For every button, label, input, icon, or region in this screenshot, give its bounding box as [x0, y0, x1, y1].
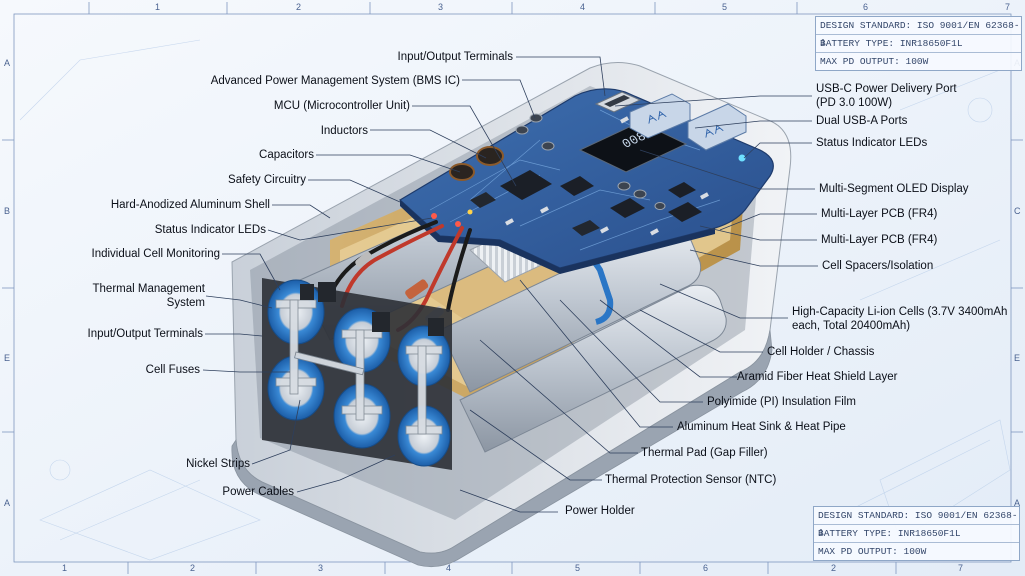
label-aramid-shield: Aramid Fiber Heat Shield Layer	[737, 371, 898, 383]
leader-lines	[202, 56, 818, 513]
main-pcb: 0088 ᗅᗅ ᗅᗅ	[398, 88, 774, 274]
label-cell-spacers: Cell Spacers/Isolation	[822, 260, 934, 272]
label-heat-sink: Aluminum Heat Sink & Heat Pipe	[677, 421, 846, 433]
label-io-terminals-top: Input/Output Terminals	[397, 51, 514, 63]
label-pcb-2: Multi-Layer PCB (FR4)	[821, 234, 938, 246]
label-cell-holder: Cell Holder / Chassis	[767, 346, 875, 358]
label-ntc-sensor: Thermal Protection Sensor (NTC)	[605, 474, 777, 486]
grid-right-e: E	[1014, 353, 1021, 363]
grid-bottom-1: 1	[62, 563, 68, 573]
grid-bottom-3: 3	[318, 563, 324, 573]
title-block-bottom-standard: DESIGN STANDARD: ISO 9001/EN 62368-1	[814, 507, 1019, 538]
label-inductors: Inductors	[320, 125, 368, 137]
grid-left-b: B	[4, 206, 11, 216]
label-pcb-1: Multi-Layer PCB (FR4)	[821, 208, 938, 220]
oled-display	[578, 121, 688, 173]
label-thermal-pad: Thermal Pad (Gap Filler)	[641, 447, 768, 459]
grid-bottom-7: 2	[831, 563, 837, 573]
title-block-bottom-output: MAX PD OUTPUT: 100W	[818, 546, 927, 557]
grid-top-4: 4	[580, 2, 586, 12]
grid-right-c: C	[1014, 206, 1021, 216]
title-block-top: DESIGN STANDARD: ISO 9001/EN 62368-1 BAT…	[815, 16, 1022, 71]
label-nickel-strips: Nickel Strips	[186, 458, 250, 470]
label-status-leds-left: Status Indicator LEDs	[154, 224, 266, 236]
title-block-bottom: DESIGN STANDARD: ISO 9001/EN 62368-1 BAT…	[813, 506, 1020, 561]
label-safety-circuitry: Safety Circuitry	[228, 174, 306, 186]
label-usb-c-port: USB-C Power Delivery Port (PD 3.0 100W)	[816, 83, 957, 109]
label-status-leds-right: Status Indicator LEDs	[816, 137, 928, 149]
label-aluminum-shell: Hard-Anodized Aluminum Shell	[110, 199, 270, 211]
grid-top-2: 2	[296, 2, 302, 12]
grid-bottom-5: 5	[575, 563, 581, 573]
label-power-cables: Power Cables	[222, 486, 294, 498]
label-usb-a-ports: Dual USB-A Ports	[816, 115, 908, 127]
label-cell-monitoring: Individual Cell Monitoring	[91, 248, 220, 260]
grid-bottom-6: 6	[703, 563, 709, 573]
usb-a-ports: ᗅᗅ ᗅᗅ	[629, 93, 747, 151]
label-oled-display: Multi-Segment OLED Display	[819, 183, 969, 195]
label-capacitors: Capacitors	[259, 149, 314, 161]
title-block-top-standard: DESIGN STANDARD: ISO 9001/EN 62368-1	[816, 17, 1021, 48]
front-cell-pack	[262, 278, 452, 470]
label-mcu: MCU (Microcontroller Unit)	[273, 100, 410, 112]
label-thermal-management: Thermal Management System	[92, 283, 206, 309]
label-io-terminals-left: Input/Output Terminals	[87, 328, 204, 340]
grid-top-7: 7	[1005, 2, 1011, 12]
label-power-holder: Power Holder	[565, 505, 635, 517]
label-cell-fuses: Cell Fuses	[145, 364, 200, 376]
grid-left-e: E	[4, 353, 11, 363]
grid-left-a: A	[4, 58, 11, 68]
title-block-bottom-battery: BATTERY TYPE: INR18650F1L	[814, 525, 1019, 543]
grid-bottom-4: 4	[446, 563, 452, 573]
grid-top-1: 1	[155, 2, 161, 12]
grid-bottom-2: 2	[190, 563, 196, 573]
label-bms-ic: Advanced Power Management System (BMS IC…	[210, 75, 460, 87]
title-block-top-battery: BATTERY TYPE: INR18650F1L	[816, 35, 1021, 53]
label-li-ion-cells: High-Capacity Li-ion Cells (3.7V 3400mAh…	[792, 306, 1008, 332]
grid-top-5: 5	[722, 2, 728, 12]
grid-right-a2: A	[1014, 498, 1021, 508]
label-pi-film: Polyimide (PI) Insulation Film	[707, 396, 856, 408]
grid-top-6: 6	[863, 2, 869, 12]
grid-top-3: 3	[438, 2, 444, 12]
grid-left-a2: A	[4, 498, 11, 508]
grid-bottom-8: 7	[958, 563, 964, 573]
title-block-top-output: MAX PD OUTPUT: 100W	[820, 56, 929, 67]
